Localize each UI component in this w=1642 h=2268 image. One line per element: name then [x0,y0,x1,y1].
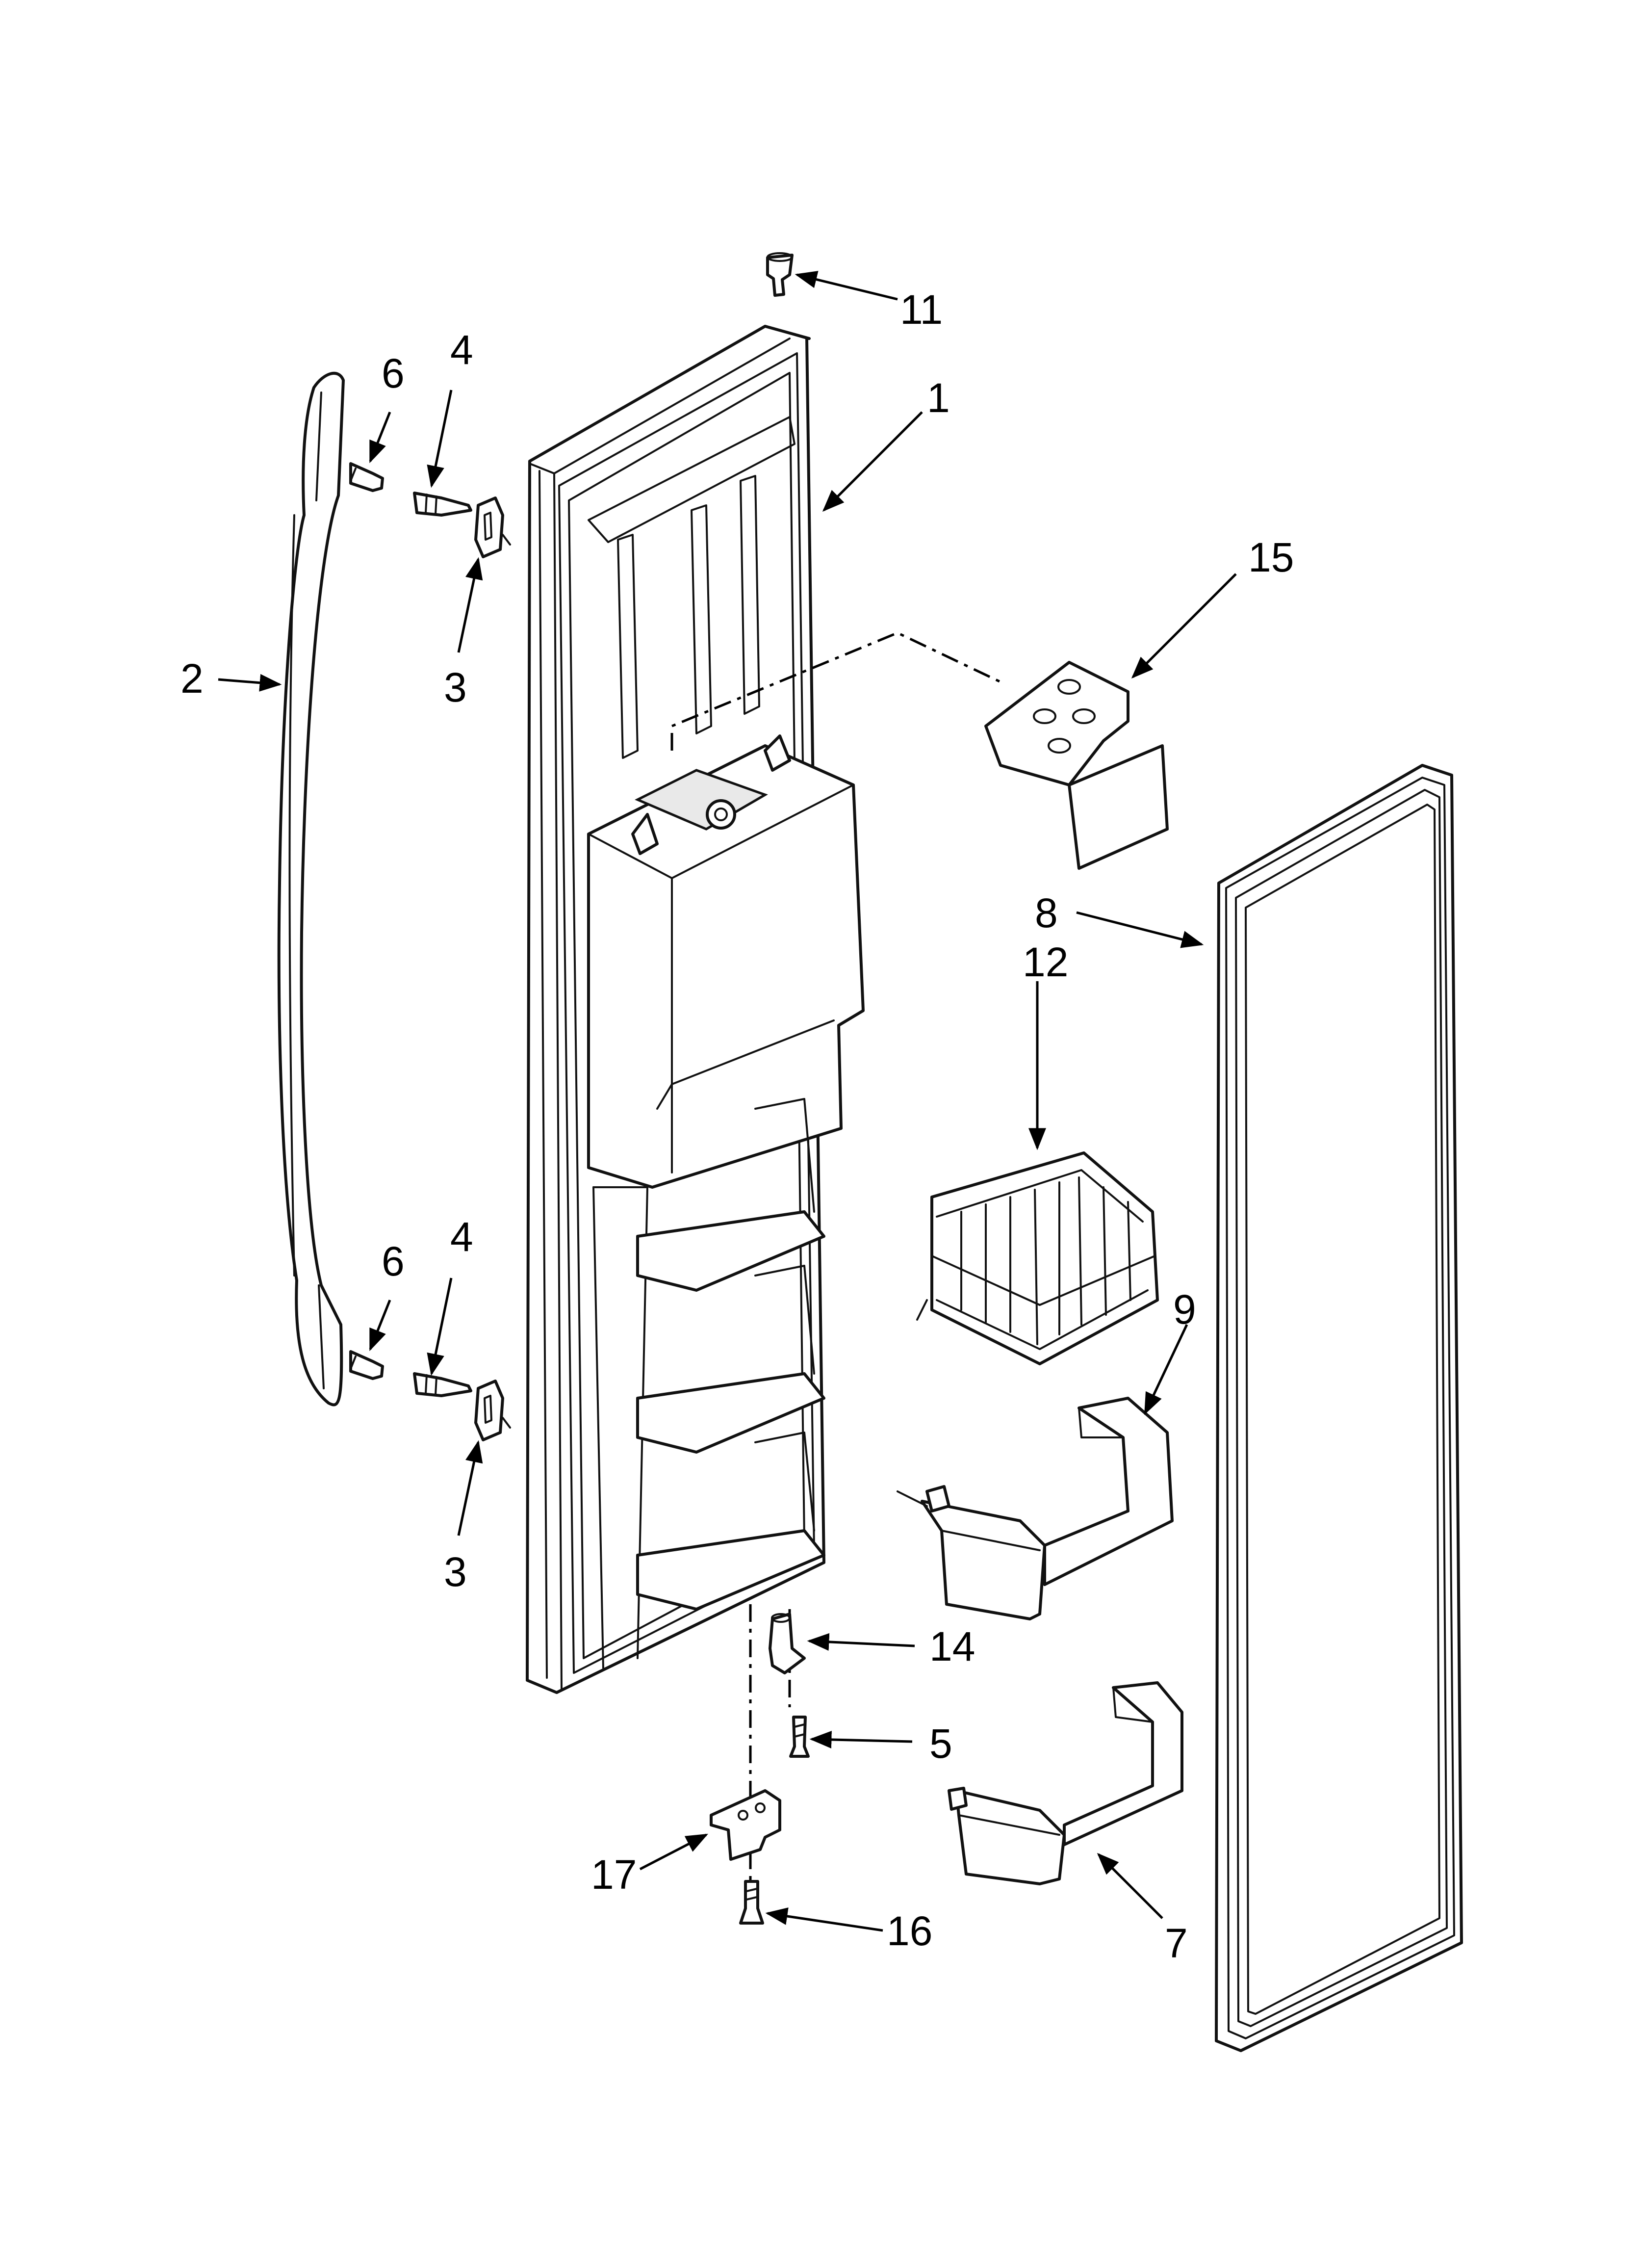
handle-clip-bottom [474,1380,511,1441]
dispenser-cover [984,661,1169,870]
callout-3-bottom: 3 [444,1549,467,1595]
hinge-bracket [710,1789,781,1861]
callout-17: 17 [591,1851,637,1898]
mounting-screw-top [413,492,472,517]
hinge-pin [769,1613,806,1674]
callout-16: 16 [887,1908,932,1954]
bracket-screw [739,1880,764,1925]
handle-screw-bottom [349,1350,384,1380]
door-panel [526,325,865,1694]
callout-4-top: 4 [450,327,473,373]
callout-2: 2 [180,655,204,702]
door-gasket [1215,764,1463,2052]
callout-labels: 11 1 15 2 6 4 3 8 12 9 6 4 3 14 5 17 16 … [180,287,1294,1966]
callout-11: 11 [900,287,943,333]
mounting-screw-bottom [413,1372,472,1397]
hinge-screw [789,1716,810,1758]
callout-3-top: 3 [444,664,467,710]
door-bin-small [948,1681,1183,1885]
callout-14: 14 [929,1623,975,1669]
door-handle [277,371,345,1407]
door-bin-large [897,1397,1174,1620]
callout-12: 12 [1023,939,1068,985]
callout-8: 8 [1035,890,1058,936]
callout-leaders [218,271,1237,1932]
callout-15: 15 [1248,534,1294,580]
callout-7: 7 [1165,1920,1188,1966]
wire-basket [916,1151,1159,1365]
callout-6-bottom: 6 [382,1238,405,1284]
callout-1: 1 [927,375,950,421]
handle-screw-top [349,462,384,492]
callout-9: 9 [1173,1286,1196,1332]
callout-4-bottom: 4 [450,1214,473,1260]
handle-clip-top [474,496,511,558]
door-plug [766,252,794,297]
callout-6-top: 6 [382,350,405,396]
callout-5: 5 [929,1721,952,1767]
